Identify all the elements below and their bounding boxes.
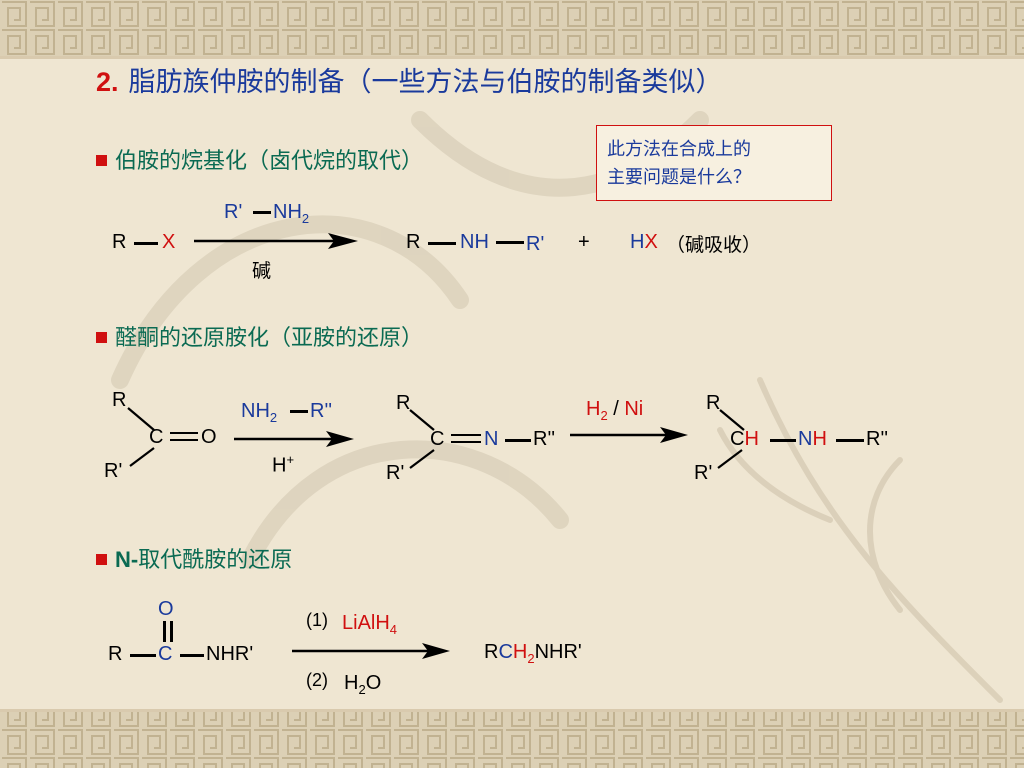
s3-step-2-label: (2) [306, 670, 328, 690]
s2-ketone-c: C [149, 426, 164, 448]
s2-amine-bond-top [719, 409, 745, 431]
s3-amide-bond-c-n [180, 654, 204, 657]
s1-reagent-nh2: NH2 [273, 201, 310, 226]
s1-byproduct: HX [630, 231, 658, 253]
s2-ketone-bond-top [127, 407, 155, 431]
s1-reagent: R' [224, 201, 243, 223]
s1-product-r: R [406, 231, 421, 253]
callout-line-1: 此方法在合成上的 [607, 139, 751, 160]
s2-amine-r-top: R [706, 392, 721, 414]
s1-condition: 碱 [252, 260, 272, 282]
s3-amide-o: O [158, 598, 174, 620]
s3-amide-double-bond-right [170, 621, 173, 642]
s2-reagent-nh2: NH2 [241, 400, 278, 425]
s2-imine-r-right: R'' [533, 428, 556, 450]
section-3-heading: N-取代酰胺的还原 [96, 542, 292, 574]
s1-product-bond-2 [496, 241, 524, 244]
bullet-square-icon [96, 553, 107, 565]
s2-reagent-h2-ni: H2 / Ni [586, 398, 644, 423]
s3-amide-bond-r-c [130, 654, 156, 657]
s1-product-r2: R' [526, 233, 545, 255]
s3-amide-r: R [108, 643, 123, 665]
slide-title: 2. 脂肪族仲胺的制备（一些方法与伯胺的制备类似） [96, 60, 723, 99]
s2-imine-n: N [484, 428, 499, 450]
callout-line-2: 主要问题是什么？ [607, 167, 751, 188]
s3-reaction-arrow [292, 643, 450, 659]
s2-amine-ch: CH [730, 428, 759, 450]
bullet-square-icon [96, 154, 107, 166]
s2-ketone-r-bottom: R' [104, 460, 123, 482]
bullet-square-icon [96, 331, 107, 343]
s1-plus-sign: + [578, 231, 590, 253]
s2-ketone-bond-bottom [129, 447, 155, 467]
top-border-pattern [0, 0, 1024, 56]
s2-reagent-hplus: H+ [272, 452, 295, 477]
s1-product-bond-1 [428, 242, 456, 245]
s2-ketone-r-top: R [112, 389, 127, 411]
s2-reagent-bond [290, 410, 308, 413]
s2-amine-r-right: R'' [866, 428, 889, 450]
s2-amine-r-bottom: R' [694, 462, 713, 484]
s1-reagent-bond [253, 211, 271, 214]
s2-imine-bond-bottom [409, 449, 435, 469]
s3-amide-c: C [158, 643, 173, 665]
s2-ketone-o: O [201, 426, 217, 448]
s3-step-1-label: (1) [306, 610, 328, 630]
section-1-heading: 伯胺的烷基化（卤代烷的取代） [96, 143, 423, 175]
s1-bond-r-x [134, 242, 158, 245]
s2-imine-bond-top [409, 409, 435, 431]
bottom-border-pattern [0, 712, 1024, 768]
s2-amine-bond-bottom [717, 449, 743, 469]
s1-byproduct-note: （碱吸收） [666, 234, 762, 256]
s2-reaction-arrow-2 [570, 427, 688, 443]
s3-step-2-reagent: H2O [344, 672, 382, 697]
section-2-heading: 醛酮的还原胺化（亚胺的还原） [96, 320, 423, 352]
s3-amide-nhr: NHR' [206, 643, 254, 665]
s2-amine-bond-n-r [836, 439, 864, 442]
s3-product: RCH2NHR' [484, 641, 582, 666]
title-number: 2. [96, 67, 119, 97]
s2-imine-double-bond [451, 434, 481, 443]
s2-imine-r-top: R [396, 392, 411, 414]
faded-branch-decoration [717, 377, 1003, 703]
title-text: 脂肪族仲胺的制备（一些方法与伯胺的制备类似） [128, 67, 723, 98]
s1-reactant-r: R [112, 231, 127, 253]
s2-amine-bond-c-n [770, 439, 796, 442]
s2-imine-c: C [430, 428, 445, 450]
s2-reaction-arrow-1 [234, 431, 354, 447]
s2-amine-nh: NH [798, 428, 827, 450]
s2-imine-r-bottom: R' [386, 462, 405, 484]
s1-reactant-x: X [162, 231, 176, 253]
s1-reaction-arrow [194, 233, 358, 249]
s3-step-1-reagent: LiAlH4 [342, 612, 398, 637]
s1-product-nh: NH [460, 231, 489, 253]
s2-imine-bond-n-r [505, 439, 531, 442]
question-callout: 此方法在合成上的 主要问题是什么？ [596, 125, 832, 201]
s2-ketone-double-bond [170, 432, 198, 441]
s2-reagent-r: R'' [310, 400, 333, 422]
s3-amide-double-bond-left [163, 621, 166, 642]
